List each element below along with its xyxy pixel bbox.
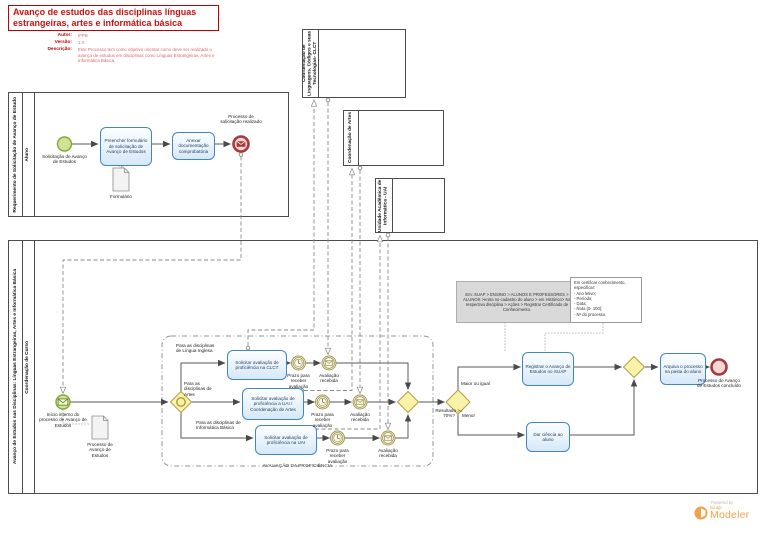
lane-coordenacao-strip: Coordenação de Curso [22, 241, 35, 493]
version-label: Versão: [54, 40, 72, 45]
edge-label-informatica: Para as disciplinas de Informática Básic… [196, 420, 241, 431]
timer-event-2[interactable] [315, 394, 330, 410]
pool-uai-label-strip: Unidade Acadêmica de Informática - UAI [376, 179, 393, 232]
sequence-flows [70, 140, 710, 442]
pool-requerimento-label-strip: Requerimento de Solicitação de Avanço de… [9, 93, 23, 216]
start-event-interno[interactable] [55, 394, 71, 410]
author-value: IFPB [78, 33, 88, 38]
end-event-concluido-icon[interactable] [710, 358, 728, 376]
edge-label-artes: Para as disciplinas de Artes [184, 381, 212, 397]
edge-label-menor: Menor [462, 413, 476, 418]
gateway-merge[interactable] [396, 390, 420, 414]
message-event-1[interactable] [321, 355, 337, 371]
timer2-label: Prazo para receber avaliação [311, 412, 334, 428]
version-value: 1.0 [78, 40, 85, 45]
task-solicitar-artes[interactable]: Solicitar avaliação de proficiência a UA… [242, 388, 304, 420]
annotation-certificar-item: - Ano letivo; [574, 290, 596, 296]
bizagi-icon [694, 506, 708, 520]
lane-aluno-strip: Aluno [22, 93, 35, 216]
author-label: Autor: [57, 33, 72, 38]
diagram-title: Avanço de estudos das disciplinas língua… [8, 5, 219, 31]
group-avaliacao-label: AVALIAÇÃO DA PROFICIÊNCIA [262, 463, 333, 469]
timer-event-3[interactable] [330, 430, 345, 446]
annotation-suap-path: Em: SUAP > ENSINO > ALUNOS E PROFESSORES… [456, 281, 578, 323]
gateway-inclusive[interactable] [169, 390, 193, 414]
end-solicitacao-label: Processo de solicitação realizado [220, 114, 262, 125]
task-preencher-formulario[interactable]: Preencher formulário de solicitação de A… [100, 127, 152, 166]
gateway-merge-2[interactable] [622, 355, 646, 379]
bizagi-product-label: Modeler [710, 509, 750, 522]
annotation-certificar-item: - Período; [574, 295, 593, 301]
annotation-certificar: Em certificar conhecimento, especificar:… [570, 277, 642, 323]
pool-clct[interactable]: Coordenação de Linguagens, Códigos e sua… [302, 29, 406, 98]
task-arquiva-processo[interactable]: Arquiva o processo na pasta do aluno [660, 353, 706, 385]
bizagi-logo[interactable]: Powered by bizagi Modeler [694, 500, 764, 521]
doc-formulario-label: Formulário [110, 194, 132, 199]
annotation-certificar-title: Em certificar conhecimento, especificar: [574, 280, 626, 291]
task-solicitar-uai[interactable]: Solicitar avaliação de proficiência na U… [255, 425, 317, 455]
gateway-resultado-label: Resultado >= 70%? [435, 408, 463, 419]
start-event-solicitacao[interactable] [56, 136, 73, 152]
edge-label-lingua: Para as disciplinas de Língua Inglesa [176, 343, 215, 354]
annotation-certificar-item: - Nº do processo. [574, 311, 607, 317]
doc-processo-label: Processo de Avanço de Estudos [87, 442, 113, 458]
document-processo-avanco[interactable] [91, 415, 109, 440]
task-anexar-documentacao[interactable]: Anexar documentação comprobatória [172, 132, 215, 160]
message-event-3[interactable] [380, 430, 396, 446]
start-interno-label: Início interno do processo de Avanço de … [39, 412, 87, 428]
gateway-resultado[interactable] [445, 389, 471, 415]
msg3-label: Avaliação recebida [378, 448, 398, 459]
msg2-label: Avaliação recebida [350, 412, 370, 423]
task-registrar-suap[interactable]: Registrar o Avanço de Estudos no SUAP [522, 352, 574, 386]
timer-event-1[interactable] [291, 355, 306, 371]
start-solicitacao-label: Solicitação de Avanço de Estudos [42, 154, 87, 165]
annotation-certificar-item: - Nota (0- 100); [574, 306, 603, 312]
message-event-2[interactable] [352, 394, 368, 410]
pool-uai[interactable]: Unidade Acadêmica de Informática - UAI [375, 178, 445, 233]
timer3-label: Prazo para receber avaliação [326, 448, 349, 464]
end-concluido-label: Processo de Avanço de Estudos concluído [697, 378, 741, 389]
task-solicitar-clct[interactable]: Solicitar avaliação de proficiência na C… [227, 350, 287, 380]
description-value: Este Processo tem como objetivo orientar… [78, 47, 215, 63]
document-formulario[interactable] [112, 167, 130, 192]
timer1-label: Prazo para receber avaliação [287, 373, 310, 389]
end-event-solicitacao-icon[interactable] [232, 135, 250, 153]
description-label: Descrição: [47, 47, 72, 52]
edge-label-maior: Maior ou igual [461, 381, 490, 386]
msg1-label: Avaliação recebida [319, 373, 339, 384]
pool-clct-label-strip: Coordenação de Linguagens, Códigos e sua… [303, 30, 319, 97]
bizagi-brand-label: bizagi [710, 505, 722, 510]
powered-by-label: Powered by [711, 500, 734, 505]
pool-artes-label-strip: Coordenação de Artes [344, 111, 359, 165]
pool-artes[interactable]: Coordenação de Artes [343, 110, 444, 166]
pool-principal-label-strip: Avanço de Estudos nas Disciplinas: Língu… [9, 241, 23, 493]
task-dar-ciencia[interactable]: Dar ciência ao aluno [526, 422, 570, 452]
annotation-certificar-item: - Data; [574, 301, 587, 306]
